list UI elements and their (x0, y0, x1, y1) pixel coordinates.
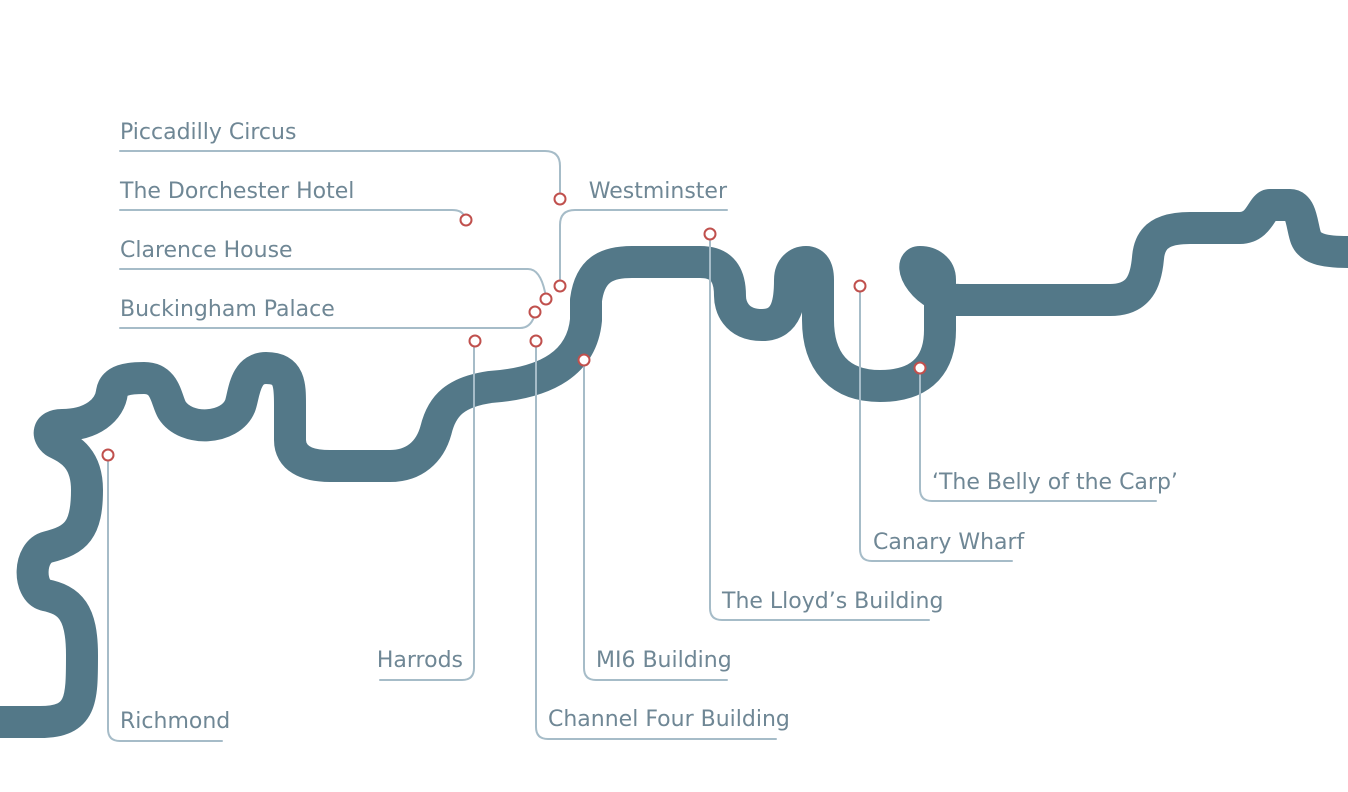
leader-the-dorchester-hotel (119, 209, 465, 217)
leader-belly-of-the-carp (919, 374, 1157, 502)
label-westminster: Westminster (589, 179, 728, 204)
leader-clarence-house (119, 268, 546, 293)
marker-belly-of-the-carp[interactable] (913, 361, 927, 375)
label-mi6-building: MI6 Building (596, 648, 732, 673)
marker-mi6-building[interactable] (577, 353, 591, 367)
label-the-lloyds-building: The Lloyd’s Building (721, 589, 943, 614)
leader-the-lloyds-building (709, 239, 930, 621)
marker-piccadilly-circus[interactable] (553, 192, 567, 206)
marker-buckingham-palace[interactable] (528, 305, 542, 319)
marker-the-dorchester-hotel[interactable] (459, 213, 473, 227)
leader-canary-wharf (859, 291, 1013, 562)
label-belly-of-the-carp: ‘The Belly of the Carp’ (932, 470, 1178, 495)
leader-buckingham-palace (119, 316, 535, 329)
leader-mi6-building (583, 365, 728, 681)
label-canary-wharf: Canary Wharf (873, 530, 1026, 555)
marker-harrods[interactable] (468, 334, 482, 348)
leader-westminster (559, 209, 728, 280)
river-thames (0, 189, 1348, 738)
marker-the-lloyds-building[interactable] (703, 227, 717, 241)
leader-richmond (107, 460, 223, 742)
label-harrods: Harrods (377, 648, 463, 673)
label-piccadilly-circus: Piccadilly Circus (120, 120, 296, 145)
label-clarence-house: Clarence House (120, 238, 293, 263)
marker-channel-four-building[interactable] (529, 334, 543, 348)
label-richmond: Richmond (120, 709, 230, 734)
label-channel-four-building: Channel Four Building (548, 707, 790, 732)
marker-canary-wharf[interactable] (853, 279, 867, 293)
leader-channel-four-building (535, 346, 777, 740)
leader-piccadilly-circus (119, 150, 561, 193)
marker-clarence-house[interactable] (539, 292, 553, 306)
label-the-dorchester-hotel: The Dorchester Hotel (119, 179, 354, 204)
leader-harrods (379, 346, 475, 681)
label-buckingham-palace: Buckingham Palace (120, 297, 335, 322)
marker-richmond[interactable] (101, 448, 115, 462)
marker-westminster[interactable] (553, 279, 567, 293)
